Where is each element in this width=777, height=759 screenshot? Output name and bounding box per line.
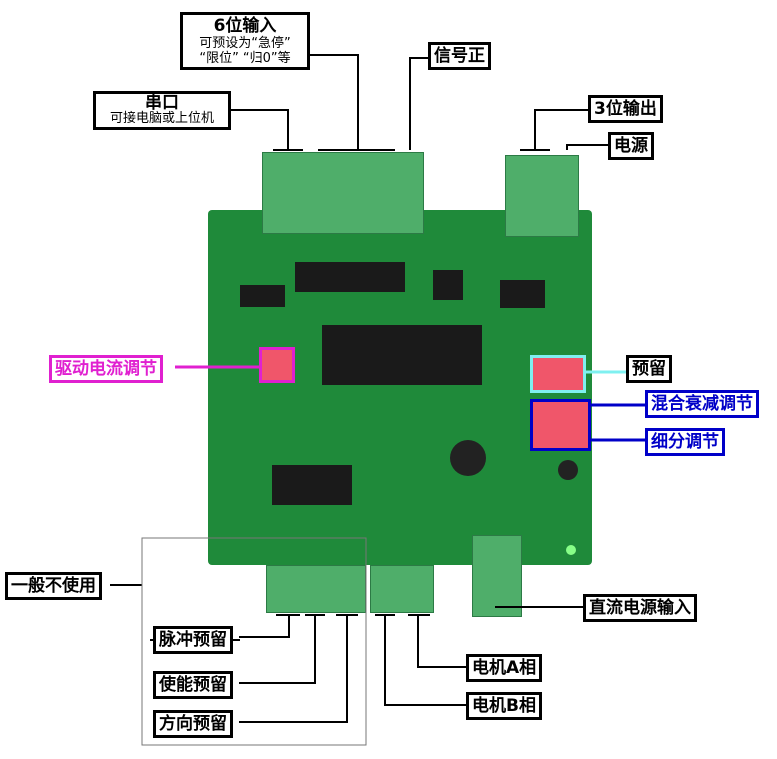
label-dc-power-input: 直流电源输入 [583, 594, 697, 622]
label-drive-current: 驱动电流调节 [49, 355, 163, 383]
label-power: 电源 [608, 132, 654, 160]
con4-terminal [266, 565, 366, 613]
label-not-used: 一般不使用 [5, 572, 102, 600]
optocouplers-in [272, 465, 352, 505]
label-mixed-decay: 混合衰减调节 [645, 390, 759, 418]
label-pulse-reserved: 脉冲预留 [153, 626, 233, 654]
label-reserved: 预留 [626, 355, 672, 383]
label-6-input-sub2: “限位” “归0”等 [199, 51, 291, 66]
dip-decay-microstep[interactable] [530, 399, 591, 451]
optocouplers [295, 262, 405, 292]
led [566, 545, 576, 555]
dip-reserved[interactable] [530, 355, 586, 393]
capacitor [450, 440, 486, 476]
label-6-input-sub1: 可预设为“急停” [199, 36, 291, 51]
label-signal-positive: 信号正 [428, 42, 491, 70]
label-serial: 串口 可接电脑或上位机 [93, 91, 231, 130]
label-enable-reserved: 使能预留 [153, 671, 233, 699]
label-motor-b: 电机B相 [466, 692, 542, 720]
capacitor-small [558, 460, 578, 480]
mcu [433, 270, 463, 300]
ic-u7 [240, 285, 285, 307]
dip-current[interactable] [259, 347, 295, 383]
label-serial-sub: 可接电脑或上位机 [109, 111, 214, 126]
label-microstep: 细分调节 [645, 428, 725, 456]
label-direction-reserved: 方向预留 [153, 710, 233, 738]
driver-ic [322, 325, 482, 385]
top-terminal-block [262, 152, 424, 234]
label-motor-a: 电机A相 [466, 654, 543, 682]
label-6-input: 6位输入 可预设为“急停” “限位” “归0”等 [180, 12, 310, 70]
optocouplers-out [500, 280, 545, 308]
output-power-terminal-block [505, 155, 579, 237]
con2-power-terminal [472, 535, 522, 617]
con3-motor-terminal [370, 565, 434, 613]
label-6-input-title: 6位输入 [213, 16, 277, 36]
label-3-output: 3位输出 [588, 95, 663, 123]
label-serial-title: 串口 [145, 93, 179, 113]
